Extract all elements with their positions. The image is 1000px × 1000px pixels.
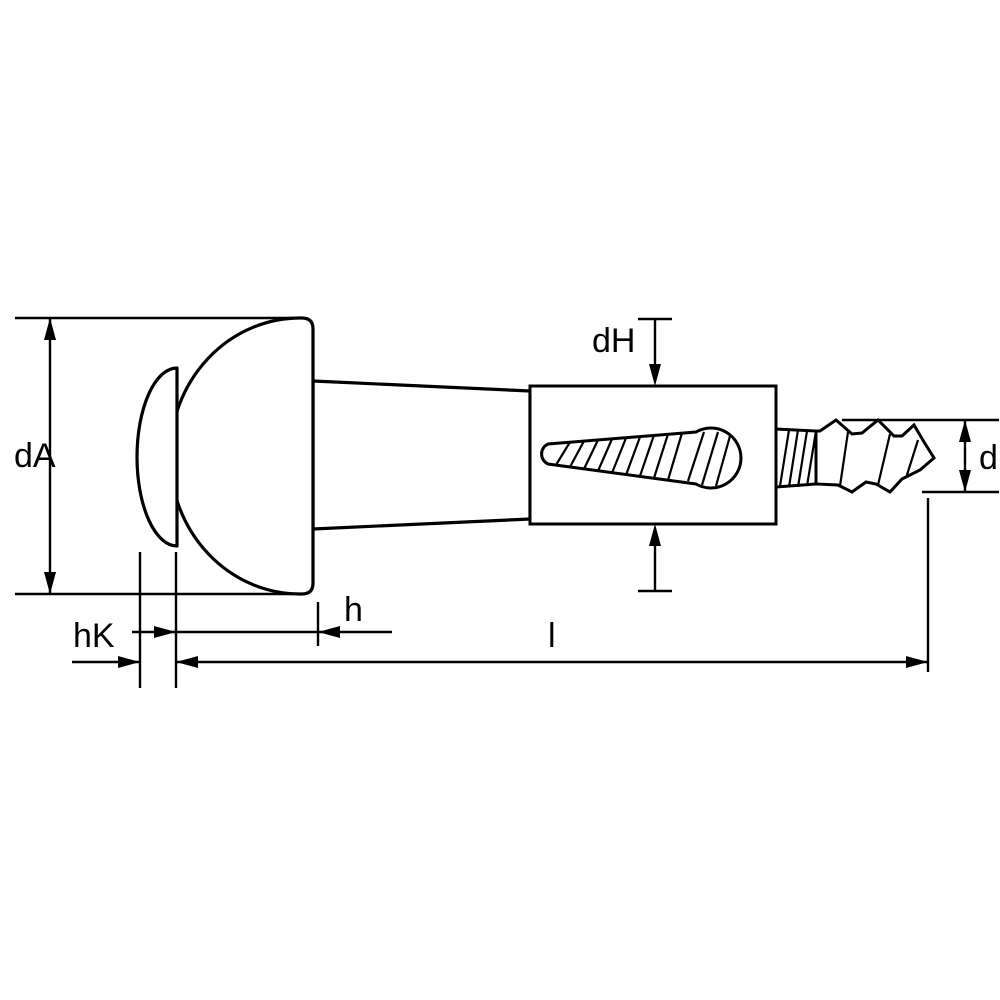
label-hK: hK <box>73 617 115 655</box>
dH-arrow-down <box>649 364 661 386</box>
h-arrow-right-outer <box>318 626 340 638</box>
dimension-d: d <box>842 418 999 494</box>
d-arrow-up <box>959 420 971 442</box>
dimension-l: l <box>176 498 930 672</box>
hK-arrow-right <box>118 656 140 668</box>
dimension-hK: hK <box>72 552 178 688</box>
part-outline <box>135 316 936 596</box>
dA-arrow-up <box>44 318 56 340</box>
slot-hatching <box>555 431 732 487</box>
label-dH: dH <box>592 322 635 360</box>
l-arrow-right <box>906 656 928 668</box>
wood-screw-thread <box>814 417 936 494</box>
dimension-dA: dA <box>14 316 300 596</box>
knob-head <box>168 316 315 596</box>
label-h: h <box>344 591 363 629</box>
thread-flank-lines <box>838 431 920 487</box>
label-d: d <box>979 439 998 477</box>
l-arrow-left <box>176 656 198 668</box>
dH-arrow-up <box>649 524 661 546</box>
h-arrow-left-outer <box>154 626 176 638</box>
dA-arrow-down <box>44 572 56 594</box>
neck-cone <box>311 379 532 531</box>
dimension-dH: dH <box>592 317 672 593</box>
label-l: l <box>548 617 556 655</box>
dimension-h: h <box>132 591 392 646</box>
cap-washer <box>135 366 179 548</box>
label-dA: dA <box>14 437 56 475</box>
d-arrow-down <box>959 470 971 492</box>
